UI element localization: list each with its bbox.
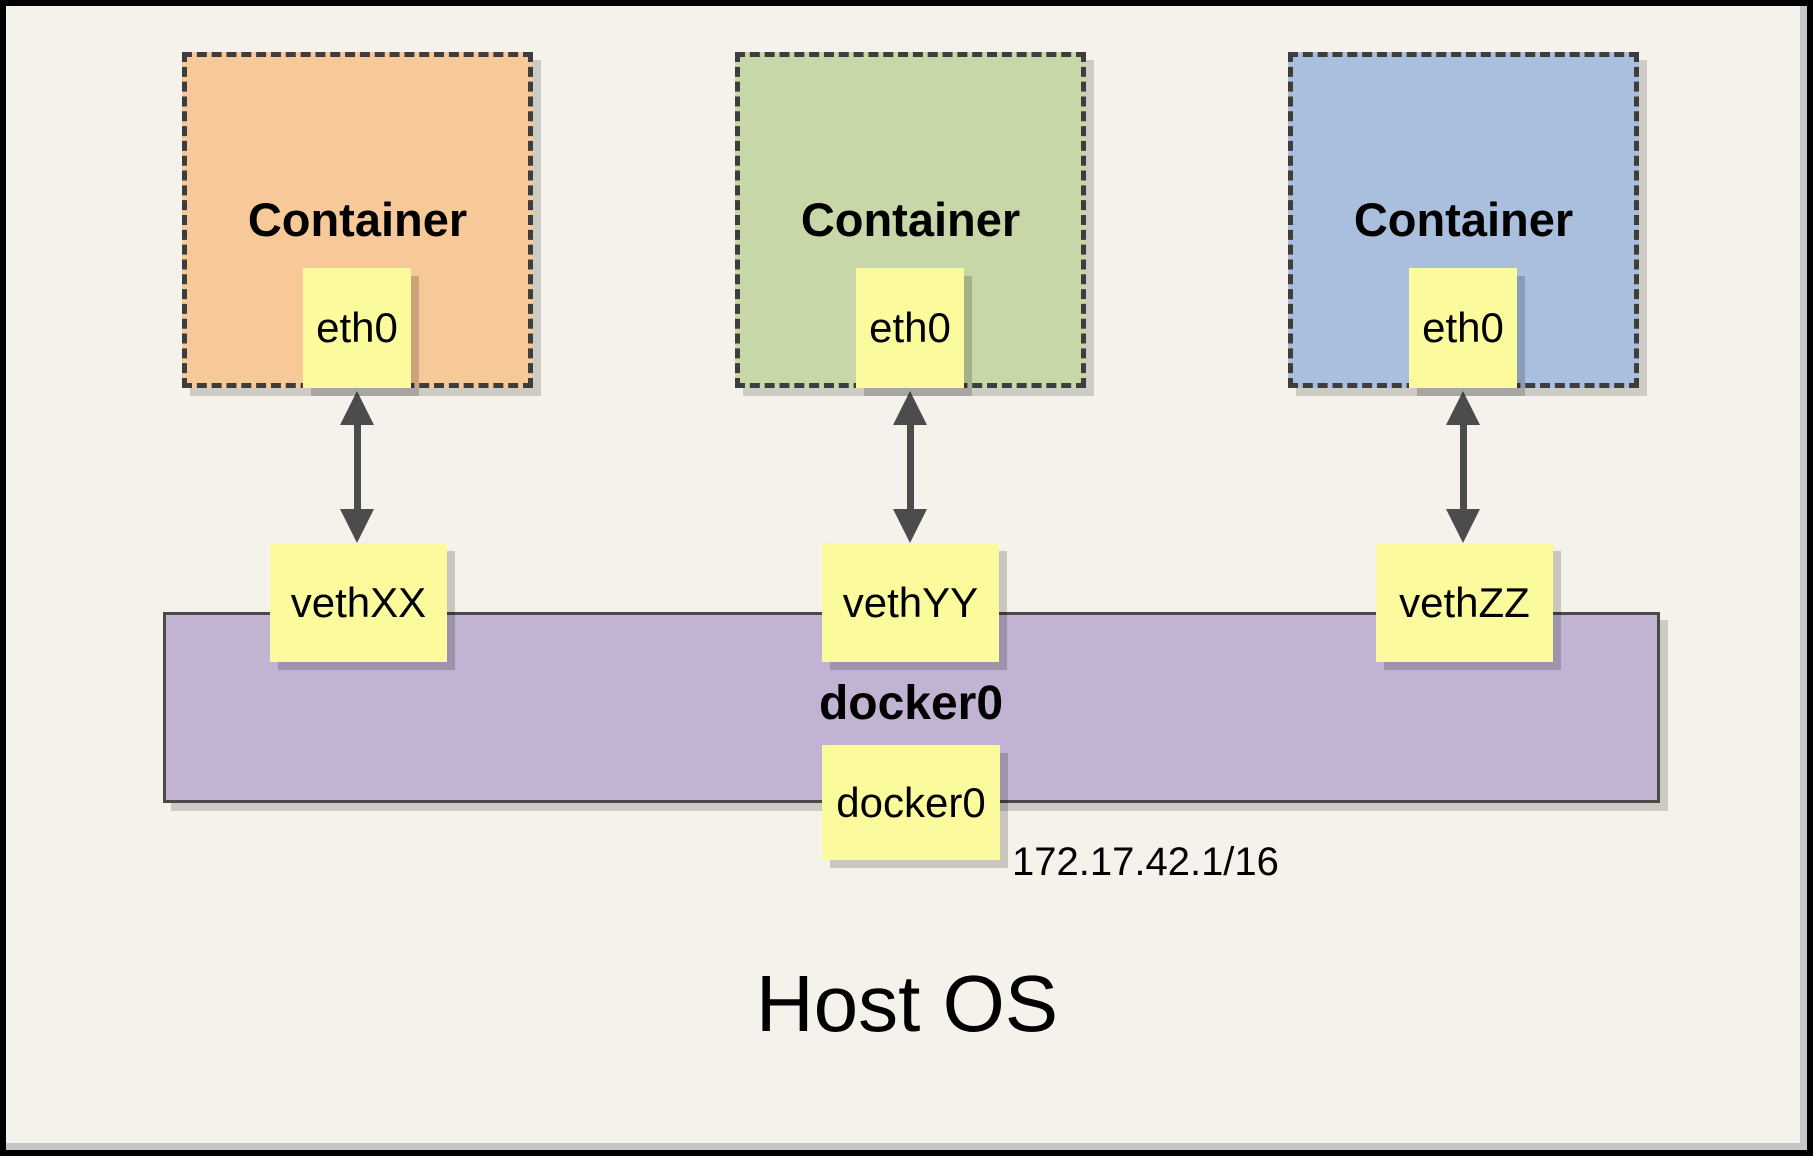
arrow-shaft: [1459, 417, 1467, 517]
eth0-note-1: eth0: [303, 268, 411, 388]
double-arrow-icon-2: [893, 391, 927, 543]
veth-note-3: vethZZ: [1376, 543, 1553, 662]
docker0-bridge-title: docker0: [818, 677, 1004, 730]
arrow-shaft: [353, 417, 361, 517]
bridge-ip-address: 172.17.42.1/16: [1012, 840, 1279, 884]
docker0-interface-note: docker0: [822, 745, 1000, 860]
eth0-label-1: eth0: [316, 304, 398, 351]
veth-note-1: vethXX: [270, 543, 447, 662]
veth-label-3: vethZZ: [1399, 578, 1530, 626]
arrow-shaft: [906, 417, 914, 517]
arrow-down-head-icon: [1446, 509, 1480, 543]
eth0-note-3: eth0: [1409, 268, 1517, 388]
eth0-note-2: eth0: [856, 268, 964, 388]
double-arrow-icon-3: [1446, 391, 1480, 543]
host-os-title: Host OS: [755, 959, 1059, 1048]
container-title-2: Container: [800, 193, 1021, 246]
double-arrow-icon-1: [340, 391, 374, 543]
eth0-label-3: eth0: [1422, 304, 1504, 351]
veth-label-2: vethYY: [842, 578, 979, 626]
container-title-1: Container: [247, 193, 468, 246]
veth-note-2: vethYY: [822, 543, 999, 662]
docker0-interface-label: docker0: [836, 778, 986, 826]
arrow-down-head-icon: [893, 509, 927, 543]
veth-label-1: vethXX: [290, 578, 427, 626]
arrow-down-head-icon: [340, 509, 374, 543]
eth0-label-2: eth0: [869, 304, 951, 351]
container-title-3: Container: [1353, 193, 1574, 246]
